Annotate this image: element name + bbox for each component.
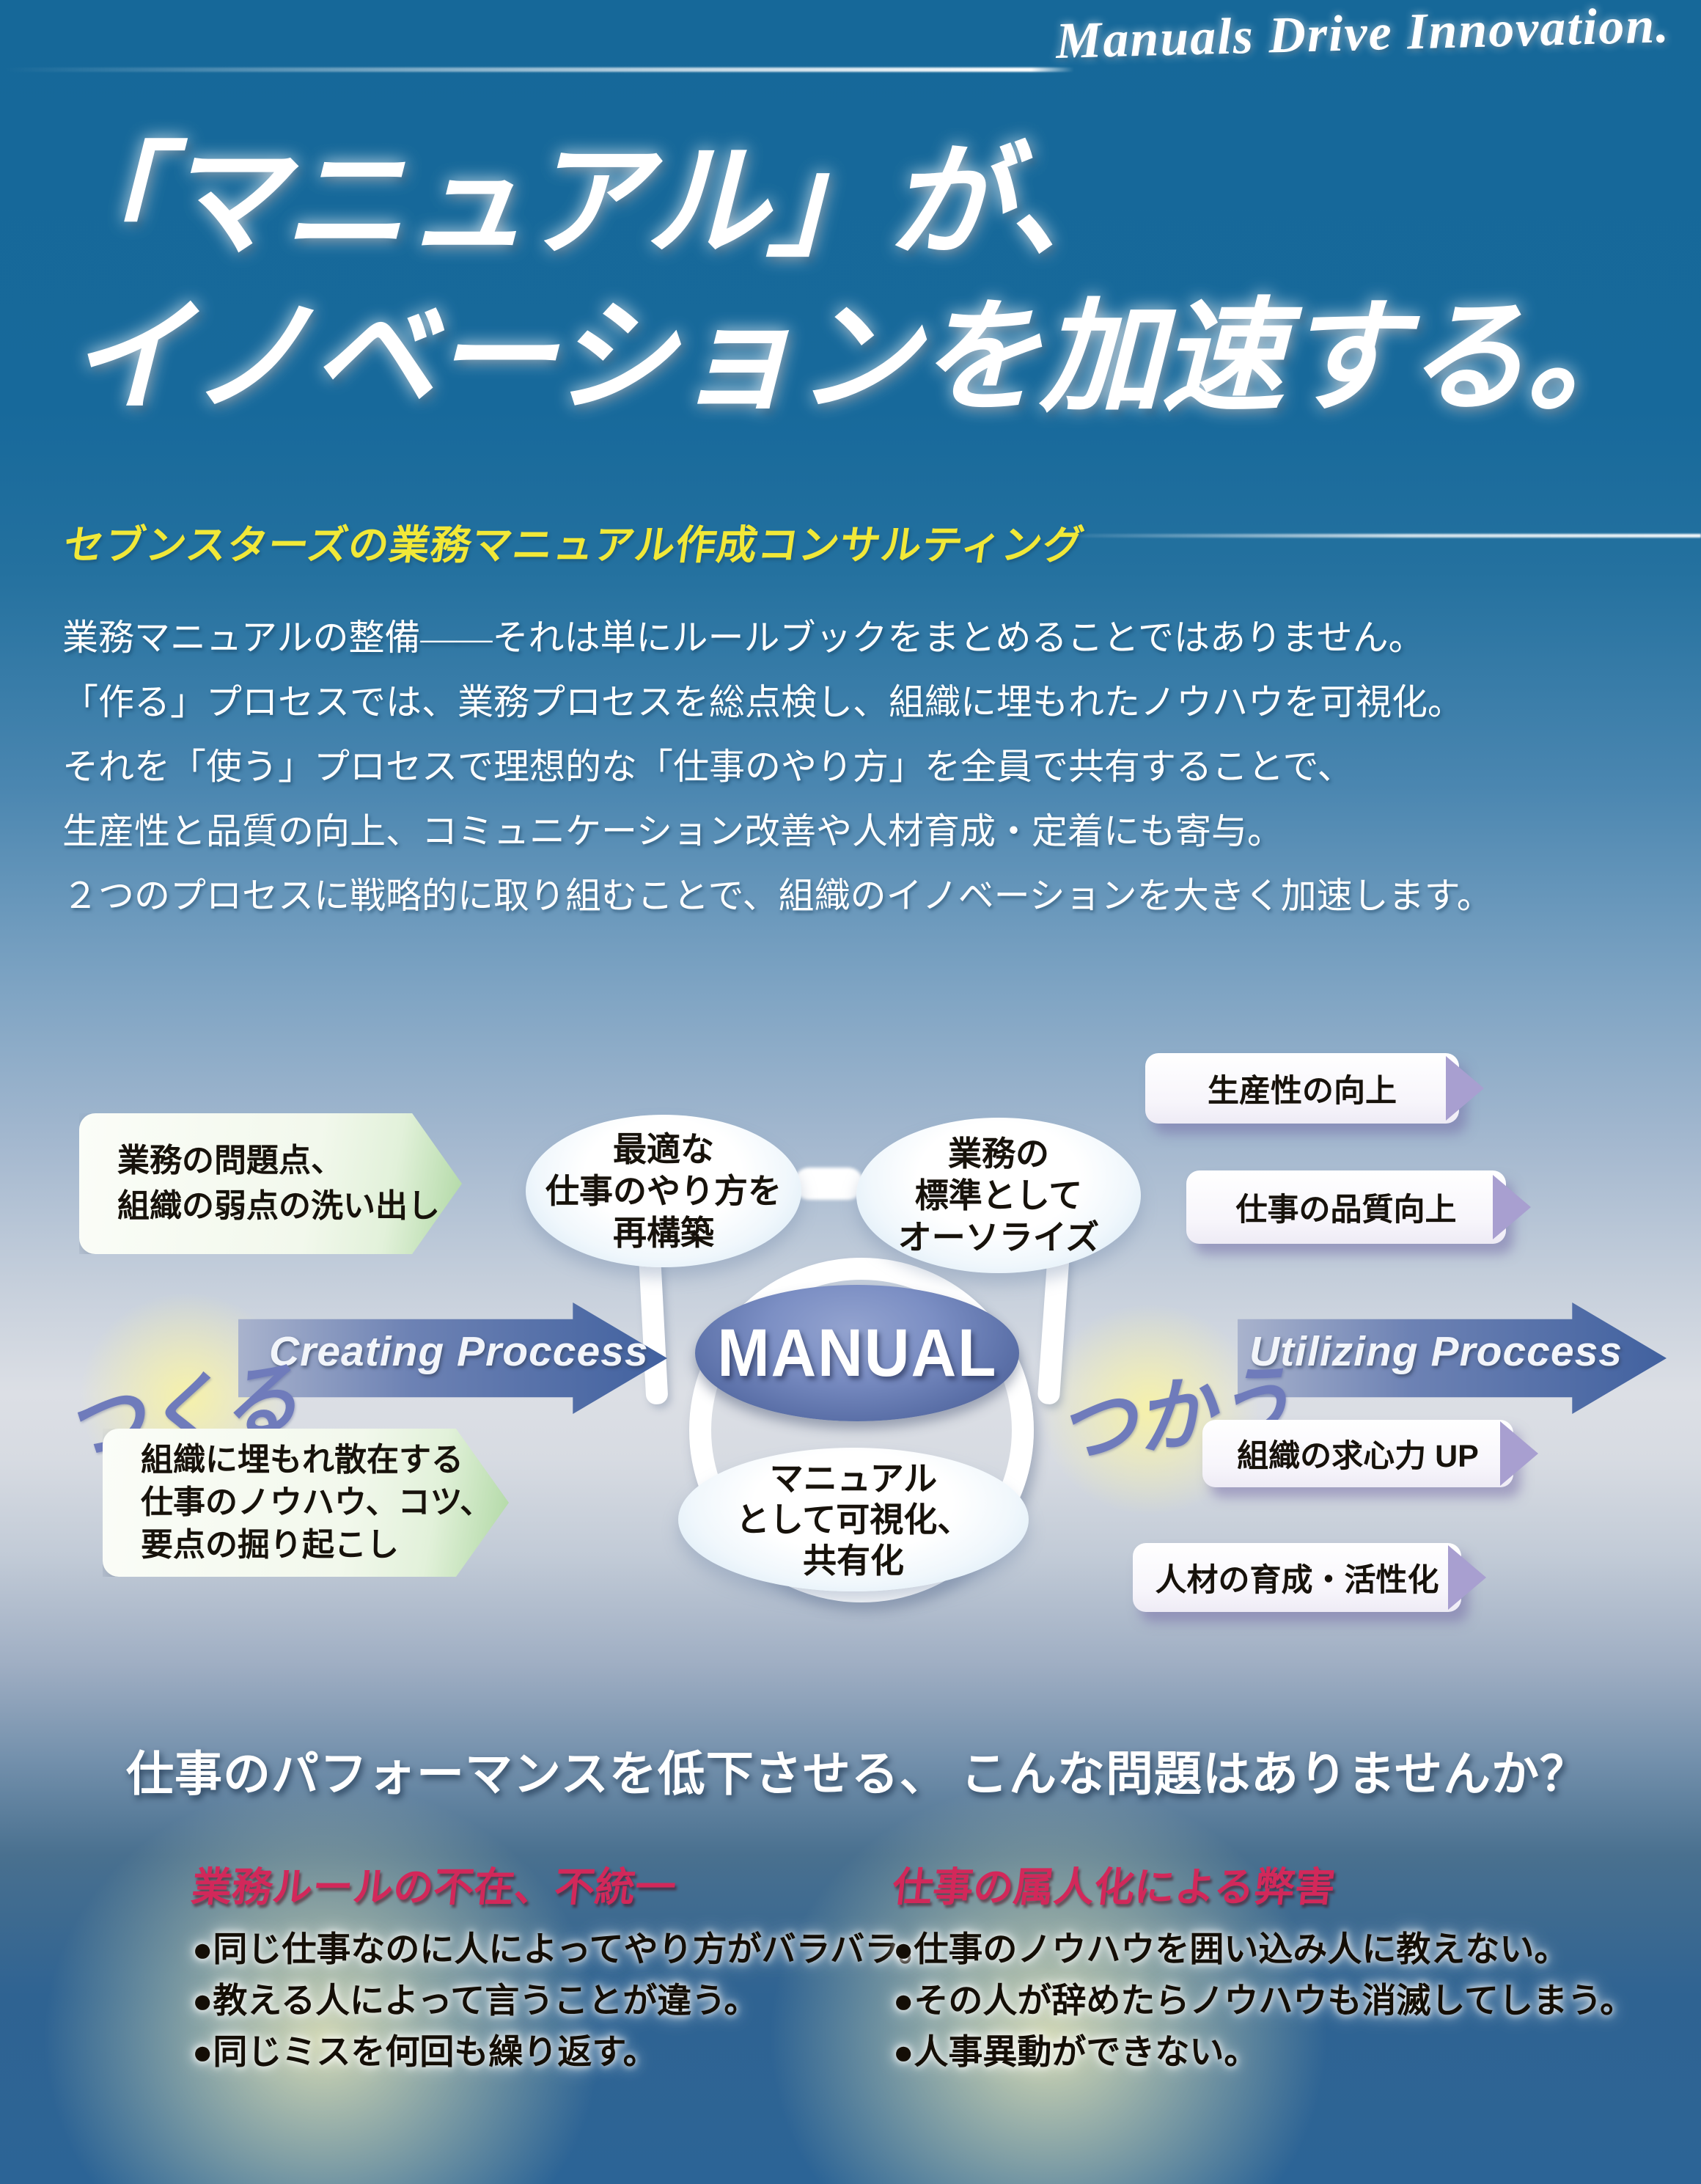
benefit-box-hr: 人材の育成・活性化 [1133,1543,1461,1612]
authorize-line: 標準として [914,1176,1083,1214]
title-line-1: 「マニュアル」が、 [40,135,1131,271]
benefit-box-quality: 仕事の品質向上 [1186,1170,1506,1244]
rebuild-ellipse: 最適な 仕事のやり方を 再構築 [526,1115,801,1267]
column-item: ●仕事のノウハウを囲い込み人に教えない。 [893,1931,1569,1969]
column-item: ●同じ仕事なのに人によってやり方がバラバラ。 [192,1931,933,1969]
knowhow-digging-line: 組織に埋もれ散在する [141,1442,463,1478]
intro-line: 「作る」プロセスでは、業務プロセスを総点検し、組織に埋もれたノウハウを可視化。 [62,682,1464,722]
intro-line: それを「使う」プロセスで理想的な「仕事のやり方」を全員で共有することで、 [62,747,1353,787]
knowhow-digging-line: 要点の掘り起こし [141,1527,399,1563]
problem-column-rules: 業務ルールの不在、不統一 ●同じ仕事なのに人によってやり方がバラバラ。 ●教える… [189,1854,933,2078]
visualize-ellipse: マニュアル として可視化、 共有化 [678,1448,1029,1591]
visualize-line: 共有化 [803,1542,904,1580]
rebuild-line: 再構築 [613,1213,714,1252]
section-subtitle: セブンスターズの業務マニュアル作成コンサルティング [60,522,1087,568]
visualize-line: として可視化、 [735,1500,971,1539]
manual-label: MANUAL [717,1315,997,1390]
title-line-2: イノベーションを加速する。 [68,290,1650,427]
creating-process-label: Creating Proccess [269,1328,649,1375]
problem-discovery-line: 業務の問題点、 [117,1143,343,1179]
ring-stem-left [638,1246,669,1405]
authorize-line: 業務の [948,1134,1049,1173]
rebuild-line: 仕事のやり方を [545,1171,782,1210]
problem-column-personalization: 仕事の属人化による弊害 ●仕事のノウハウを囲い込み人に教えない。 ●その人が辞め… [890,1854,1635,2078]
column-item: ●同じミスを何回も繰り返す。 [192,2034,658,2072]
column-title: 仕事の属人化による弊害 [890,1864,1338,1910]
knowhow-digging-box: 組織に埋もれ散在する 仕事のノウハウ、コツ、 要点の掘り起こし [103,1429,509,1577]
column-item: ●教える人によって言うことが違う。 [192,1982,759,2020]
main-title: 「マニュアル」が、 イノベーションを加速する。 [40,126,1650,436]
visualize-line: マニュアル [769,1459,938,1498]
ellipse-connector [793,1168,864,1200]
intro-line: 生産性と品質の向上、コミュニケーション改善や人材育成・定着にも寄与。 [62,811,1284,851]
column-title: 業務ルールの不在、不統一 [189,1864,678,1910]
intro-paragraph: 業務マニュアルの整備——それは単にルールブックをまとめることではありません。 「… [62,606,1493,928]
tagline-script: Manuals Drive Innovation. [1055,0,1671,70]
column-item: ●その人が辞めたらノウハウも消滅してしまう。 [893,1982,1635,2020]
benefit-box-productivity: 生産性の向上 [1145,1053,1459,1124]
top-divider-line [0,67,1074,72]
problems-heading: 仕事のパフォーマンスを低下させる、 こんな問題はありませんか？ [126,1748,1589,1801]
creating-process-arrow: Creating Proccess [238,1302,667,1414]
intro-line: ２つのプロセスに戦略的に取り組むことで、組織のイノベーションを大きく加速します。 [62,876,1493,916]
benefit-box-unity: 組織の求心力 UP [1202,1420,1513,1487]
problem-discovery-box: 業務の問題点、 組織の弱点の洗い出し [79,1113,462,1254]
problem-discovery-line: 組織の弱点の洗い出し [117,1188,440,1224]
authorize-line: オーソライズ [897,1217,1100,1256]
column-item: ●人事異動ができない。 [893,2034,1259,2072]
knowhow-digging-line: 仕事のノウハウ、コツ、 [141,1484,493,1520]
right-column-glow [770,1782,1327,2184]
subtitle-divider-line [1048,534,1701,538]
authorize-ellipse: 業務の 標準として オーソライズ [856,1118,1141,1273]
rebuild-line: 最適な [613,1129,714,1168]
left-column-glow [44,1782,601,2184]
intro-line: 業務マニュアルの整備——それは単にルールブックをまとめることではありません。 [62,618,1425,658]
utilizing-process-label: Utilizing Proccess [1249,1328,1623,1375]
manual-ellipse: MANUAL [695,1285,1019,1421]
utilizing-process-arrow: Utilizing Proccess [1238,1302,1667,1414]
